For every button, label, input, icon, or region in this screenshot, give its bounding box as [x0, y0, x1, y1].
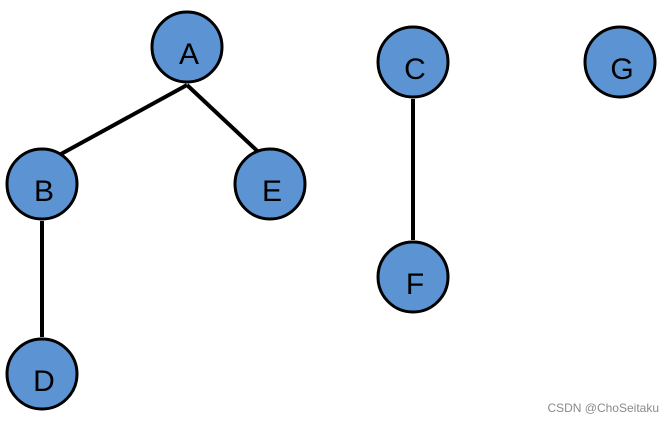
node-circle-f: [376, 240, 450, 314]
node-d: D: [5, 337, 79, 411]
node-circle-e: [233, 147, 307, 221]
edge-a-b: [55, 83, 188, 159]
node-f: F: [376, 240, 450, 314]
node-label-c: C: [404, 53, 426, 86]
node-label-b: B: [34, 175, 54, 208]
node-label-e: E: [262, 175, 282, 208]
node-circle-d: [5, 337, 79, 411]
node-e: E: [233, 147, 307, 221]
node-c: C: [376, 25, 450, 99]
node-g: G: [583, 25, 657, 99]
node-a: A: [150, 10, 224, 84]
edges-layer: [40, 83, 415, 337]
node-circle-g: [583, 25, 657, 99]
edge-a-e: [185, 83, 262, 155]
node-circle-b: [5, 147, 79, 221]
node-label-g: G: [610, 53, 633, 86]
node-b: B: [5, 147, 79, 221]
node-label-f: F: [406, 268, 424, 301]
node-circle-a: [150, 10, 224, 84]
watermark-text: CSDN @ChoSeitaku: [547, 401, 659, 415]
node-circle-c: [376, 25, 450, 99]
nodes-layer: A B C D E F G: [5, 10, 657, 411]
node-label-d: D: [33, 365, 55, 398]
node-label-a: A: [179, 38, 199, 71]
